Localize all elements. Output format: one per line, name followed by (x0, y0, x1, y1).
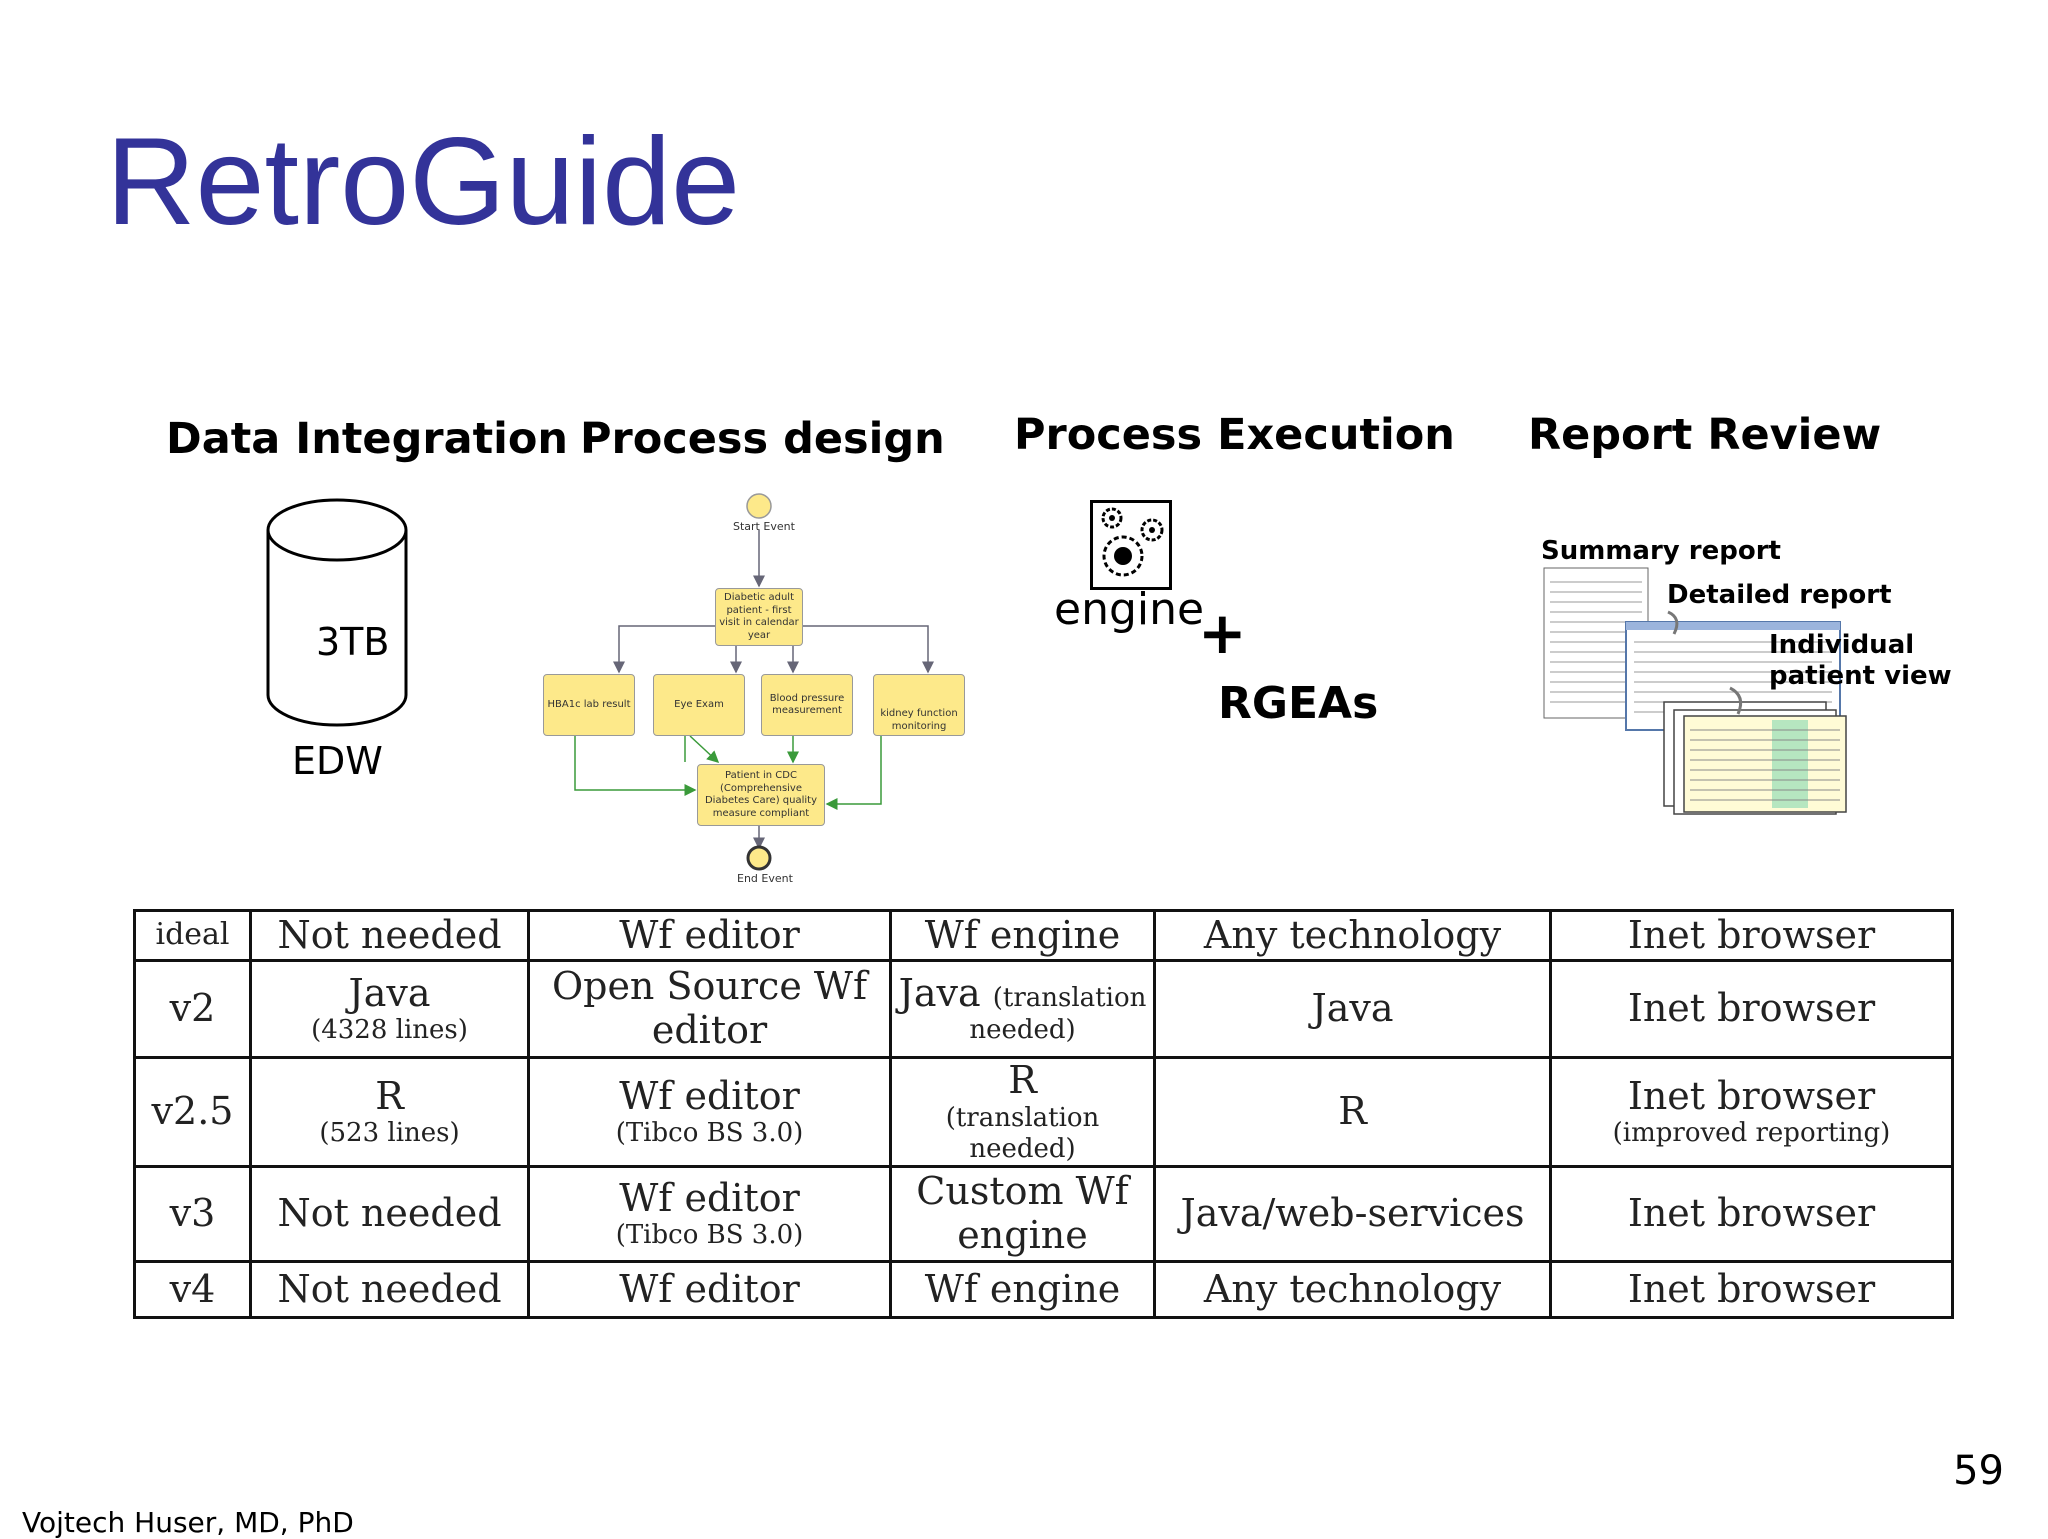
engine-note: (translation (992, 982, 1147, 1013)
engine-cell: R(translation needed) (889, 1055, 1156, 1169)
individual-patient-label: Individual patient view (1769, 630, 1952, 692)
version-cell: ideal (133, 909, 252, 962)
start-event-label: Start Event (733, 520, 795, 533)
version-cell: v2.5 (133, 1055, 252, 1169)
review-cell: Inet browser (1549, 1260, 1954, 1320)
review-main: Inet browser (1627, 1073, 1876, 1118)
version-cell: v4 (133, 1260, 252, 1320)
summary-report-label: Summary report (1541, 536, 1781, 566)
phase-process-design: Process design (580, 414, 945, 464)
design-main: Wf editor (619, 1073, 800, 1118)
rgea-cell: R (1153, 1055, 1552, 1169)
diabetic-patient-task: Diabetic adult patient - first visit in … (715, 588, 803, 646)
plus-sign: + (1198, 599, 1247, 667)
data-sub: (523 lines) (319, 1118, 460, 1149)
data-sub: (4328 lines) (311, 1015, 468, 1046)
storage-size: 3TB (316, 620, 390, 664)
rgea-cell: Java (1153, 959, 1552, 1059)
phase-data-integration: Data Integration (166, 414, 569, 464)
engine-sub: needed) (969, 1015, 1076, 1046)
engine-main: Java (898, 970, 981, 1015)
phase-report-review: Report Review (1528, 410, 1882, 460)
workflow-diagram: Start Event Diabetic adult patient - fir… (535, 490, 975, 890)
phase-process-execution: Process Execution (1014, 410, 1455, 460)
review-sub: (improved reporting) (1612, 1118, 1891, 1149)
data-cell: Not needed (249, 1260, 530, 1320)
rgea-cell: Java/web-services (1153, 1165, 1552, 1264)
design-sub: (Tibco BS 3.0) (615, 1220, 804, 1251)
design-cell: Wf editor (527, 909, 892, 962)
eye-exam-task: Eye Exam (653, 674, 745, 736)
edw-label: EDW (292, 739, 383, 783)
data-main: Java (348, 970, 431, 1015)
review-cell: Inet browser (1549, 909, 1954, 962)
review-cell: Inet browser (1549, 1165, 1954, 1264)
table-row: ideal Not needed Wf editor Wf engine Any… (133, 909, 1954, 962)
end-event-label: End Event (737, 872, 793, 885)
rgea-cell: Any technology (1153, 1260, 1552, 1320)
version-cell: v3 (133, 1165, 252, 1264)
author-footer: Vojtech Huser, MD, PhD (22, 1506, 354, 1539)
engine-cell: Custom Wf engine (889, 1165, 1156, 1264)
design-sub: (Tibco BS 3.0) (615, 1118, 804, 1149)
engine-main: R (1008, 1058, 1037, 1102)
design-cell: Wf editor(Tibco BS 3.0) (527, 1055, 892, 1169)
version-cell: v2 (133, 959, 252, 1059)
data-cell: Java(4328 lines) (249, 959, 530, 1059)
table-row: v4 Not needed Wf editor Wf engine Any te… (133, 1260, 1954, 1320)
table-row: v2 Java(4328 lines) Open Source Wf edito… (133, 959, 1954, 1059)
data-main: R (375, 1073, 404, 1118)
data-cell: R(523 lines) (249, 1055, 530, 1169)
rgea-cell: Any technology (1153, 909, 1552, 962)
blood-pressure-task: Blood pressure measurement (761, 674, 853, 736)
engine-sub: (translation needed) (945, 1102, 1100, 1164)
slide-title: RetroGuide (106, 113, 741, 251)
rgeas-label: RGEAs (1218, 678, 1379, 729)
kidney-function-task: kidney function monitoring (873, 674, 965, 736)
engine-cell: Wf engine (889, 1260, 1156, 1320)
review-cell: Inet browser (1549, 959, 1954, 1059)
hba1c-task: HBA1c lab result (543, 674, 635, 736)
design-cell: Open Source Wf editor (527, 959, 892, 1059)
review-cell: Inet browser(improved reporting) (1549, 1055, 1954, 1169)
table-row: v2.5 R(523 lines) Wf editor(Tibco BS 3.0… (133, 1055, 1954, 1169)
engine-cell: Wf engine (889, 909, 1156, 962)
data-cell: Not needed (249, 909, 530, 962)
engine-gears-icon (1090, 500, 1172, 590)
database-icon (266, 498, 408, 727)
design-main: Wf editor (619, 1175, 800, 1220)
engine-label: engine (1054, 584, 1205, 635)
table-row: v3 Not needed Wf editor(Tibco BS 3.0) Cu… (133, 1165, 1954, 1264)
detailed-report-label: Detailed report (1667, 580, 1892, 610)
versions-table: ideal Not needed Wf editor Wf engine Any… (133, 909, 1954, 1320)
report-thumbnails (1543, 567, 1847, 815)
cdc-compliant-task: Patient in CDC (Comprehensive Diabetes C… (697, 764, 825, 826)
design-cell: Wf editor (527, 1260, 892, 1320)
design-cell: Wf editor(Tibco BS 3.0) (527, 1165, 892, 1264)
data-cell: Not needed (249, 1165, 530, 1264)
page-number: 59 (1953, 1448, 2004, 1494)
